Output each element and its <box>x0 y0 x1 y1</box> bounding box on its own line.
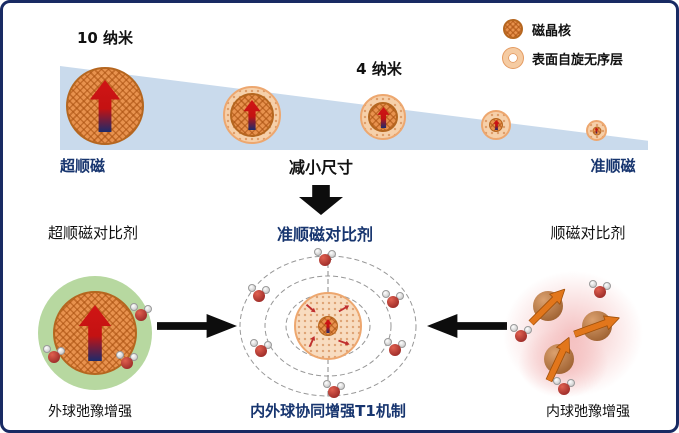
size-label-10nm: 10 纳米 <box>76 29 134 47</box>
magnetization-arrow-icon <box>595 128 599 134</box>
disordered-spin-arrow-icon <box>307 335 317 348</box>
spin-disorder-layer-icon <box>503 48 523 68</box>
magnetic-core <box>230 93 274 137</box>
water-molecule-icon <box>250 339 272 359</box>
legend-core-label: 磁晶核 <box>532 23 572 39</box>
water-molecule-icon <box>248 284 270 304</box>
legend-shell-label: 表面自旋无序层 <box>532 52 624 68</box>
disordered-spin-arrow-icon <box>305 303 317 315</box>
nanoparticle-medium <box>223 86 281 144</box>
nanoparticle-tiny <box>586 120 607 141</box>
magnetic-core <box>592 126 601 135</box>
magnetic-core <box>66 67 144 145</box>
magnetic-core <box>318 316 338 336</box>
water-molecule-icon <box>510 324 532 344</box>
magnetization-arrow-icon <box>78 305 112 361</box>
water-molecule-icon <box>553 377 575 397</box>
magnetization-arrow-icon <box>324 319 332 333</box>
legend-row-shell: 表面自旋无序层 <box>503 48 623 68</box>
disordered-spin-arrow-icon <box>338 303 351 313</box>
water-molecule-icon <box>589 280 611 300</box>
panel-center-title: 准顺磁对比剂 <box>276 225 373 244</box>
nanoparticle-large <box>66 67 144 145</box>
panel-right-caption: 内球弛豫增强 <box>546 404 630 420</box>
quasiparamagnetic-particle <box>294 292 362 360</box>
water-molecule-icon <box>382 290 404 310</box>
magnetic-core <box>368 102 398 132</box>
axis-label-superparamagnetic: 超顺磁 <box>60 157 106 175</box>
left-to-center-arrow-icon <box>157 314 237 338</box>
magnetization-arrow-icon <box>89 80 121 132</box>
nanoparticle-4nm <box>360 94 406 140</box>
axis-label-quasiparamagnetic: 准顺磁 <box>590 157 636 175</box>
nanoparticle-small <box>481 110 511 140</box>
disordered-spin-arrow-icon <box>338 338 351 347</box>
down-arrow-icon <box>299 185 343 215</box>
water-molecule-icon <box>116 351 138 371</box>
size-label-4nm: 4 纳米 <box>356 60 402 78</box>
panel-center-caption: 内外球协同增强T1机制 <box>250 402 406 420</box>
magnetization-arrow-icon <box>493 120 500 130</box>
water-molecule-icon <box>384 338 406 358</box>
legend: 磁晶核 表面自旋无序层 <box>503 19 623 68</box>
panel-left-title: 超顺磁对比剂 <box>47 224 138 242</box>
panel-right-title: 顺磁对比剂 <box>550 224 626 242</box>
panel-left-caption: 外球弛豫增强 <box>48 404 132 420</box>
magnetization-arrow-icon <box>377 107 390 128</box>
water-molecule-icon <box>43 345 65 365</box>
water-molecule-icon <box>130 303 152 323</box>
legend-row-core: 磁晶核 <box>503 19 623 39</box>
magnetic-core-icon <box>503 19 523 39</box>
water-molecule-icon <box>314 248 336 268</box>
magnetization-arrow-icon <box>243 100 261 130</box>
water-molecule-icon <box>323 380 345 400</box>
magnetic-core <box>489 118 503 132</box>
axis-label-reduce-size: 减小尺寸 <box>288 158 353 177</box>
right-to-center-arrow-icon <box>427 314 507 338</box>
